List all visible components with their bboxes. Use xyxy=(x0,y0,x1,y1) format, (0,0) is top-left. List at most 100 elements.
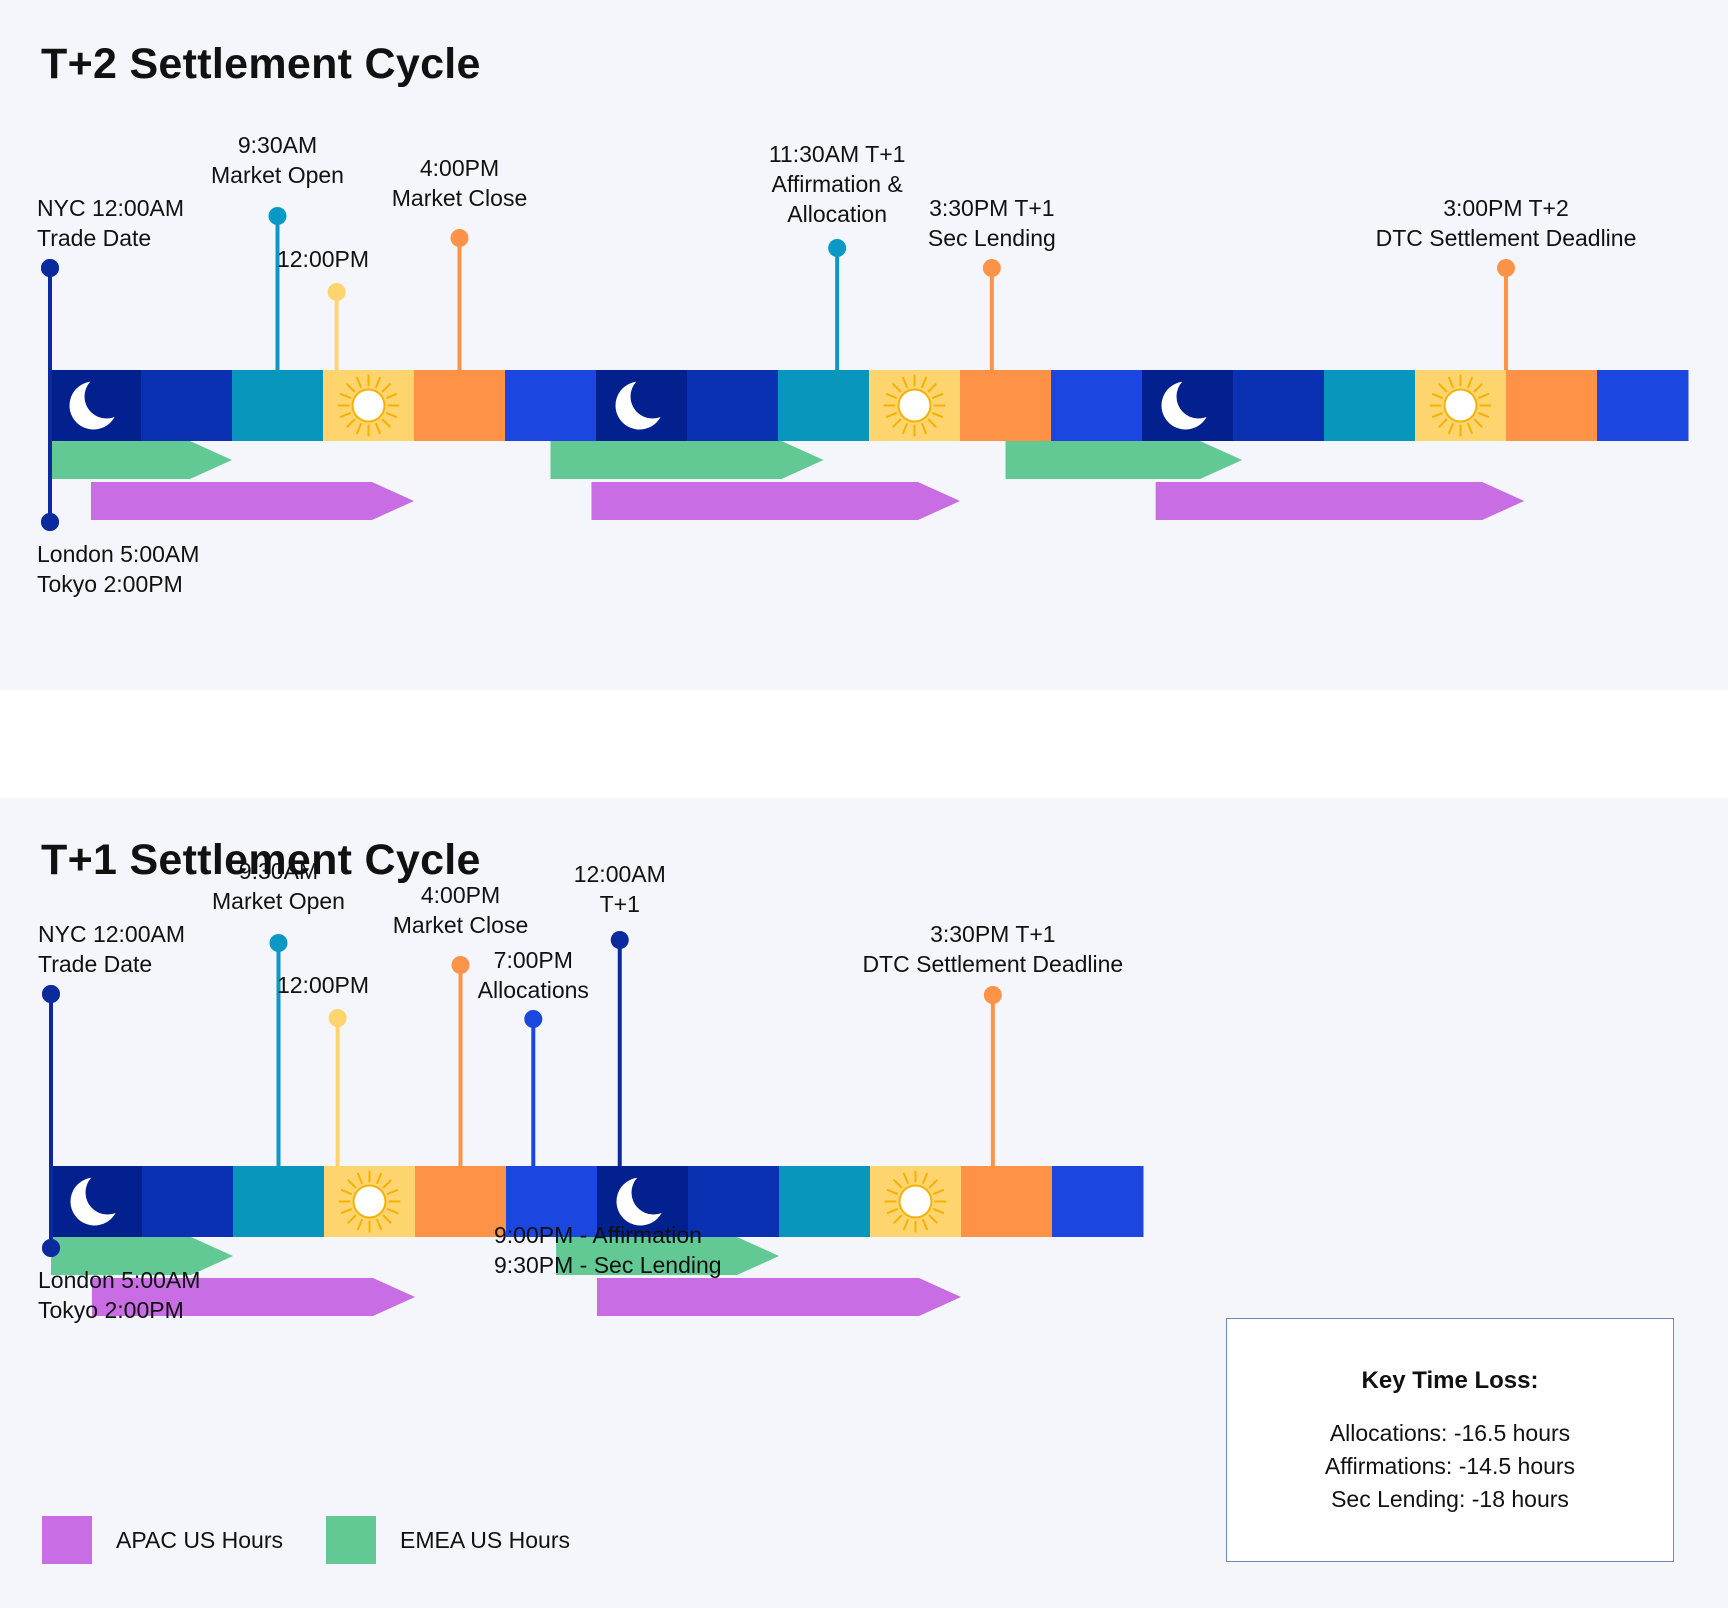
timeline-blocks xyxy=(51,1166,1144,1237)
marker-dot xyxy=(524,1010,543,1028)
marker-sec-lending xyxy=(982,259,1001,370)
marker-market-close xyxy=(451,956,470,1166)
apac-legend-label: APAC US Hours xyxy=(116,1526,284,1553)
marker-dtc-deadline xyxy=(1497,259,1515,370)
emea-arrow xyxy=(556,1237,779,1275)
apac-arrow xyxy=(90,482,414,520)
marker-dot xyxy=(1497,259,1515,277)
hour-block-bright_blue xyxy=(1597,370,1689,441)
emea-arrow xyxy=(51,1237,233,1275)
legend-emea: EMEA US Hours xyxy=(326,1516,570,1564)
hour-block-dark_blue xyxy=(688,1166,780,1237)
hour-block-dark_blue xyxy=(142,1166,234,1237)
timeline-blocks xyxy=(50,370,1689,441)
emea-legend-label: EMEA US Hours xyxy=(400,1526,570,1553)
marker-dot xyxy=(982,259,1001,277)
marker-dot xyxy=(269,934,288,952)
marker-affirmation-lending xyxy=(542,1195,561,1237)
hour-block-teal xyxy=(779,1166,871,1237)
sun-icon xyxy=(884,1170,947,1233)
moon-icon xyxy=(615,381,664,430)
hour-block-orange xyxy=(415,1166,507,1237)
marker-market-open xyxy=(269,934,288,1166)
marker-market-open xyxy=(268,207,287,370)
emea-arrow xyxy=(550,441,824,479)
hour-block-dark_blue xyxy=(141,370,233,441)
marker-dot xyxy=(451,956,470,974)
hour-block-dark_blue xyxy=(1233,370,1325,441)
apac-arrow xyxy=(91,1278,415,1316)
marker-dot xyxy=(268,207,287,225)
hour-block-orange xyxy=(960,370,1052,441)
hour-block-bright_blue xyxy=(1051,370,1143,441)
hour-block-bright_blue xyxy=(1052,1166,1144,1237)
hour-block-orange xyxy=(961,1166,1053,1237)
sun-icon xyxy=(338,1170,401,1233)
sun-icon xyxy=(883,374,946,437)
t1-title: T+1 Settlement Cycle xyxy=(41,836,481,884)
key-item-allocations: Allocations: -16.5 hours xyxy=(1329,1420,1571,1446)
emea-arrow xyxy=(1005,441,1243,479)
marker-noon xyxy=(328,1009,347,1166)
hour-block-teal xyxy=(233,1166,325,1237)
marker-dot xyxy=(983,986,1002,1004)
marker-dot xyxy=(327,283,346,301)
hour-block-orange xyxy=(414,370,506,441)
apac-arrow xyxy=(597,1278,961,1316)
hour-block-dark_blue xyxy=(687,370,779,441)
moon-icon xyxy=(70,1177,119,1226)
key-item-affirmations: Affirmations: -14.5 hours xyxy=(1324,1453,1576,1479)
marker-allocations xyxy=(524,1010,543,1166)
hour-block-teal xyxy=(1324,370,1416,441)
key-items: Allocations: -16.5 hours Affirmations: -… xyxy=(1227,1417,1673,1516)
marker-t-plus-one xyxy=(610,931,629,1166)
marker-dot xyxy=(828,239,847,257)
t2-title: T+2 Settlement Cycle xyxy=(41,40,481,88)
apac-arrow xyxy=(1155,482,1525,520)
apac-arrow xyxy=(591,482,960,520)
marker-affirmation xyxy=(828,239,847,370)
hour-block-teal xyxy=(232,370,324,441)
marker-dot xyxy=(610,931,629,949)
marker-dtc-deadline xyxy=(983,986,1002,1166)
hour-block-bright_blue xyxy=(505,370,597,441)
sun-icon xyxy=(1429,374,1492,437)
marker-dot xyxy=(450,229,469,247)
marker-dot xyxy=(328,1009,347,1027)
emea-swatch xyxy=(326,1516,376,1564)
legend-apac: APAC US Hours xyxy=(42,1516,283,1564)
moon-icon xyxy=(1161,381,1210,430)
key-time-loss-box: Key Time Loss: Allocations: -16.5 hours … xyxy=(1226,1318,1674,1562)
marker-market-close xyxy=(450,229,469,370)
hour-block-teal xyxy=(778,370,870,441)
moon-icon xyxy=(69,381,118,430)
hour-block-orange xyxy=(1506,370,1598,441)
moon-icon xyxy=(616,1177,665,1226)
key-title: Key Time Loss: xyxy=(1361,1367,1539,1394)
apac-swatch xyxy=(42,1516,92,1564)
emea-arrow xyxy=(50,441,232,479)
marker-noon xyxy=(327,283,346,370)
marker-dot xyxy=(542,1195,561,1213)
label-noon: 12:00PM xyxy=(277,972,369,998)
sun-icon xyxy=(337,374,400,437)
key-item-sec-lending: Sec Lending: -18 hours xyxy=(1331,1486,1569,1512)
